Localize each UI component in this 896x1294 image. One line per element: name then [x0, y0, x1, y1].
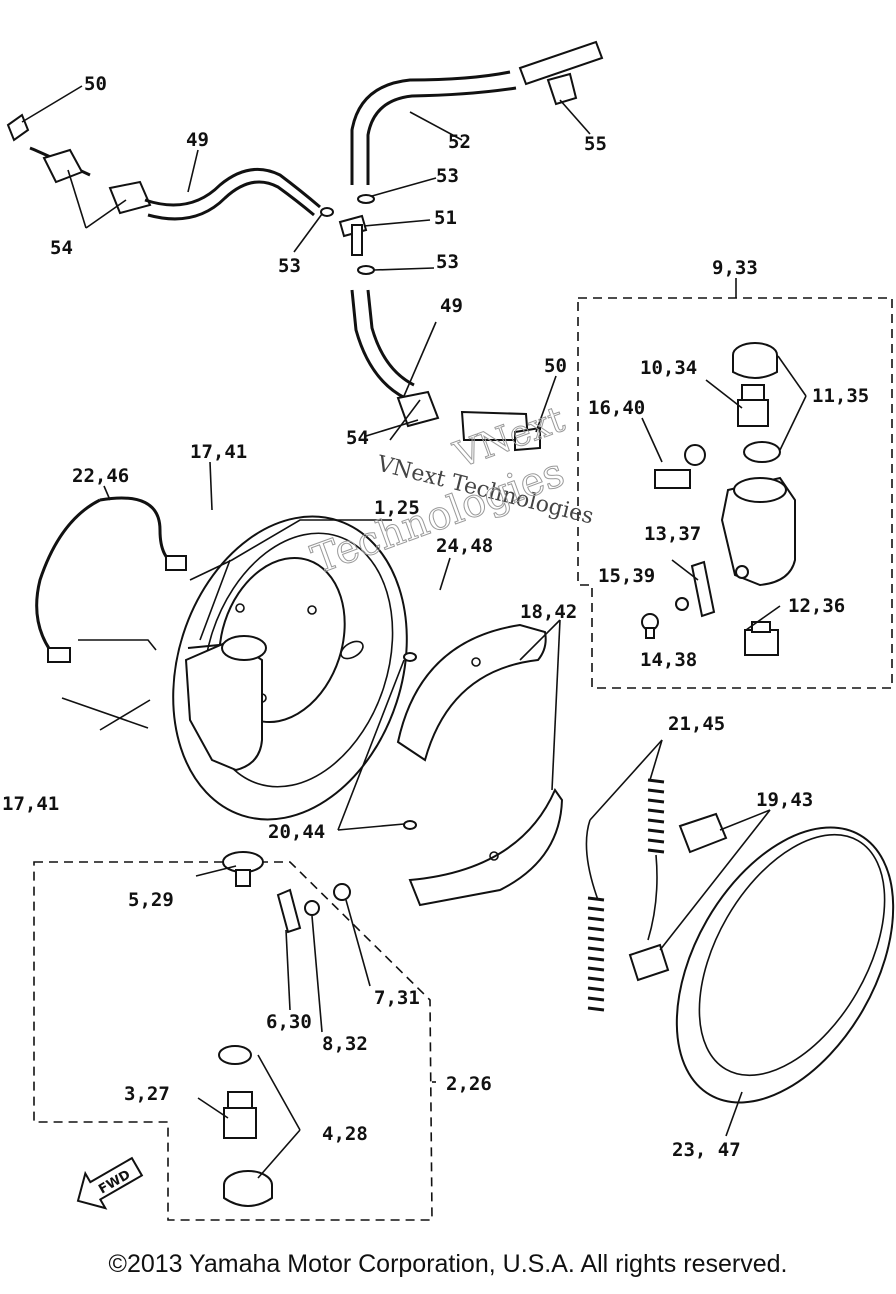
fwd-arrow-badge: FWD — [76, 1156, 144, 1210]
brake-drum — [675, 826, 895, 1104]
callout-50-top: 50 — [84, 73, 107, 95]
callout-4-28: 4,28 — [322, 1123, 368, 1145]
callout-51: 51 — [434, 207, 457, 229]
callout-14-38: 14,38 — [640, 649, 697, 671]
wheel-cylinder-left — [33, 635, 433, 1221]
callout-24-48: 24,48 — [436, 535, 493, 557]
callout-12-36: 12,36 — [788, 595, 845, 617]
callout-23-47: 23, 47 — [672, 1139, 741, 1161]
callout-19-43: 19,43 — [756, 789, 813, 811]
pins — [403, 652, 417, 830]
callout-2-26: 2,26 — [446, 1073, 492, 1095]
callout-54-top: 54 — [50, 237, 73, 259]
callout-1-25: 1,25 — [374, 497, 420, 519]
callout-49-top: 49 — [186, 129, 209, 151]
callout-11-35: 11,35 — [812, 385, 869, 407]
brake-shoes — [396, 623, 564, 907]
callout-15-39: 15,39 — [598, 565, 655, 587]
callout-7-31: 7,31 — [374, 987, 420, 1009]
callout-53-upper: 53 — [436, 165, 459, 187]
callout-3-27: 3,27 — [124, 1083, 170, 1105]
callout-52: 52 — [448, 131, 471, 153]
brake-line-22-46 — [35, 496, 187, 663]
callout-21-45: 21,45 — [668, 713, 725, 735]
callout-18-42: 18,42 — [520, 601, 577, 623]
callout-9-33: 9,33 — [712, 257, 758, 279]
callout-16-40: 16,40 — [588, 397, 645, 419]
callout-labels: 50 49 52 55 53 51 54 53 53 9,33 49 50 10… — [2, 73, 869, 1161]
brake-hose-assembly-top — [6, 40, 604, 452]
callout-54-lower: 54 — [346, 427, 369, 449]
callout-50-lower: 50 — [544, 355, 567, 377]
callout-55: 55 — [584, 133, 607, 155]
callout-22-46: 22,46 — [72, 465, 129, 487]
callout-8-32: 8,32 — [322, 1033, 368, 1055]
callout-49-lower: 49 — [440, 295, 463, 317]
springs — [585, 778, 665, 1012]
shoe-pads — [628, 812, 728, 982]
leader-lines — [21, 85, 807, 1179]
callout-53-lower: 53 — [436, 251, 459, 273]
callout-20-44: 20,44 — [268, 821, 325, 843]
callout-10-34: 10,34 — [640, 357, 697, 379]
callout-5-29: 5,29 — [128, 889, 174, 911]
copyright-notice: ©2013 Yamaha Motor Corporation, U.S.A. A… — [108, 1250, 788, 1278]
callout-17-41-lower: 17,41 — [2, 793, 59, 815]
callout-17-41-top: 17,41 — [190, 441, 247, 463]
callout-53-left: 53 — [278, 255, 301, 277]
callout-13-37: 13,37 — [644, 523, 701, 545]
wheel-cylinder-right — [577, 297, 893, 689]
callout-6-30: 6,30 — [266, 1011, 312, 1033]
